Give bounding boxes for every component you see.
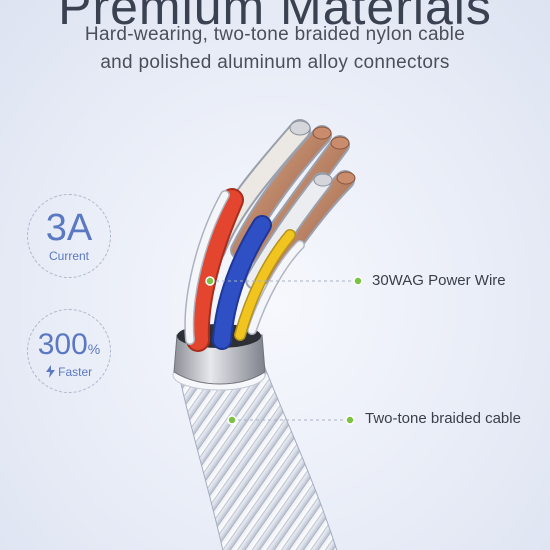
subtitle-line-1: Hard-wearing, two-tone braided nylon cab… bbox=[84, 24, 466, 45]
lightning-bolt-icon bbox=[45, 365, 55, 378]
speed-value-row: 300% bbox=[28, 328, 110, 362]
subtitle-line-2: and polished aluminum alloy connectors bbox=[100, 52, 450, 73]
speed-unit: % bbox=[87, 341, 101, 357]
page-title: Premium Materials bbox=[58, 0, 492, 35]
current-value: 3A bbox=[45, 207, 93, 249]
speed-caption-row: Faster bbox=[28, 365, 110, 379]
speed-caption: Faster bbox=[58, 365, 93, 379]
power-wire-label: 30WAG Power Wire bbox=[372, 272, 506, 289]
current-caption: Current bbox=[48, 249, 89, 263]
braided-cable-label: Two-tone braided cable bbox=[365, 410, 521, 427]
speed-badge: 300% Faster bbox=[27, 309, 111, 393]
speed-value: 300 bbox=[37, 328, 88, 361]
current-badge: 3A Current bbox=[27, 194, 111, 278]
